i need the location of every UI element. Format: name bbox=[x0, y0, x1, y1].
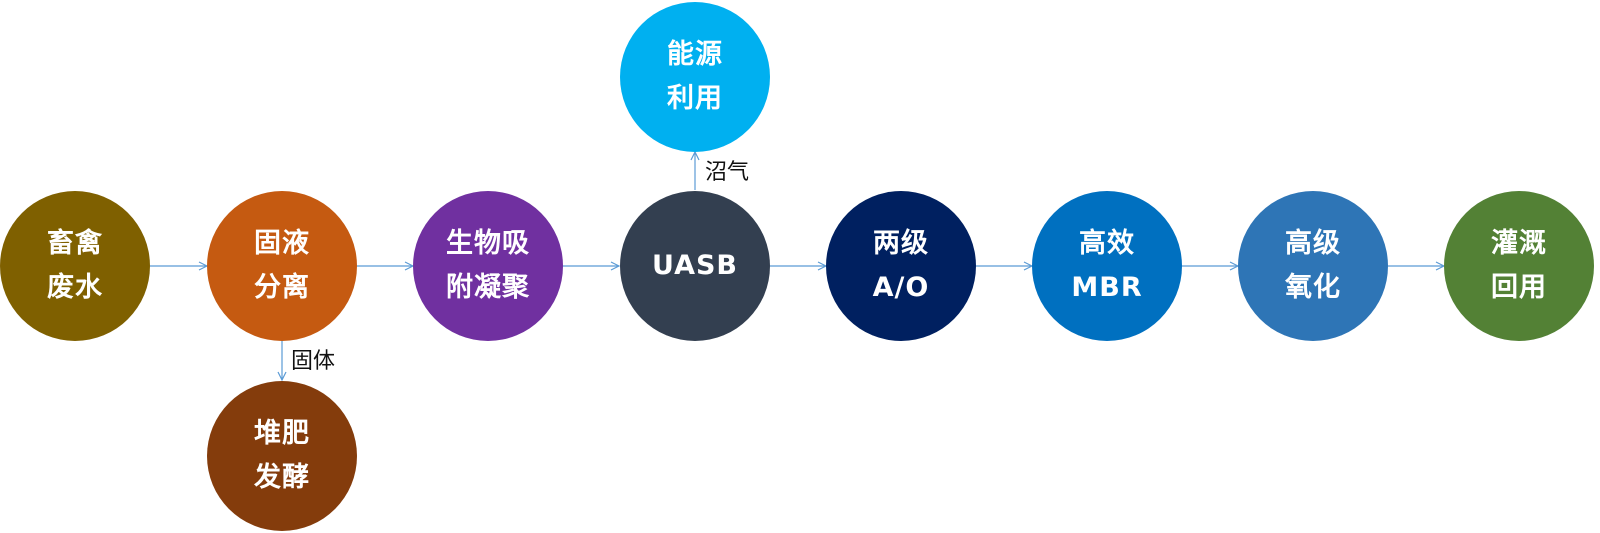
label-line: 高效 bbox=[1079, 228, 1135, 259]
label-line: 两级 bbox=[873, 228, 929, 259]
node-energy-use: 能源 利用 bbox=[620, 2, 770, 152]
label-line: 生物吸 bbox=[446, 228, 530, 259]
label-line: 固液 bbox=[254, 228, 310, 259]
label-line: A/O bbox=[872, 272, 930, 303]
node-label: 畜禽 废水 bbox=[47, 222, 103, 310]
label-line: 发酵 bbox=[254, 462, 310, 493]
node-label: 堆肥 发酵 bbox=[254, 412, 310, 500]
label-line: 利用 bbox=[667, 83, 723, 114]
node-uasb: UASB bbox=[620, 191, 770, 341]
label-line: 畜禽 bbox=[47, 228, 103, 259]
node-label: 高效 MBR bbox=[1071, 222, 1142, 310]
label-line: 堆肥 bbox=[254, 418, 310, 449]
node-label: 生物吸 附凝聚 bbox=[446, 222, 530, 310]
label-line: UASB bbox=[651, 250, 738, 281]
label-line: MBR bbox=[1071, 272, 1143, 303]
label-line: 高级 bbox=[1285, 228, 1341, 259]
node-mbr: 高效 MBR bbox=[1032, 191, 1182, 341]
node-advanced-oxidation: 高级 氧化 bbox=[1238, 191, 1388, 341]
node-bio-adsorption: 生物吸 附凝聚 bbox=[413, 191, 563, 341]
node-solid-liquid-separation: 固液 分离 bbox=[207, 191, 357, 341]
label-line: 灌溉 bbox=[1491, 228, 1547, 259]
node-label: 能源 利用 bbox=[667, 33, 723, 121]
node-livestock-wastewater: 畜禽 废水 bbox=[0, 191, 150, 341]
label-line: 附凝聚 bbox=[446, 272, 530, 303]
edge-label-biogas: 沼气 bbox=[705, 160, 750, 185]
node-label: 两级 A/O bbox=[873, 222, 930, 310]
node-label: 固液 分离 bbox=[254, 222, 310, 310]
node-label: 高级 氧化 bbox=[1285, 222, 1341, 310]
label-line: 回用 bbox=[1491, 272, 1547, 303]
node-irrigation: 灌溉 回用 bbox=[1444, 191, 1594, 341]
node-label: UASB bbox=[652, 244, 738, 288]
label-line: 废水 bbox=[47, 272, 103, 303]
label-line: 能源 bbox=[667, 39, 723, 70]
edge-label-solids: 固体 bbox=[291, 349, 336, 374]
node-label: 灌溉 回用 bbox=[1491, 222, 1547, 310]
node-composting: 堆肥 发酵 bbox=[207, 381, 357, 531]
label-line: 分离 bbox=[254, 272, 310, 303]
label-line: 氧化 bbox=[1285, 272, 1341, 303]
node-two-stage-ao: 两级 A/O bbox=[826, 191, 976, 341]
